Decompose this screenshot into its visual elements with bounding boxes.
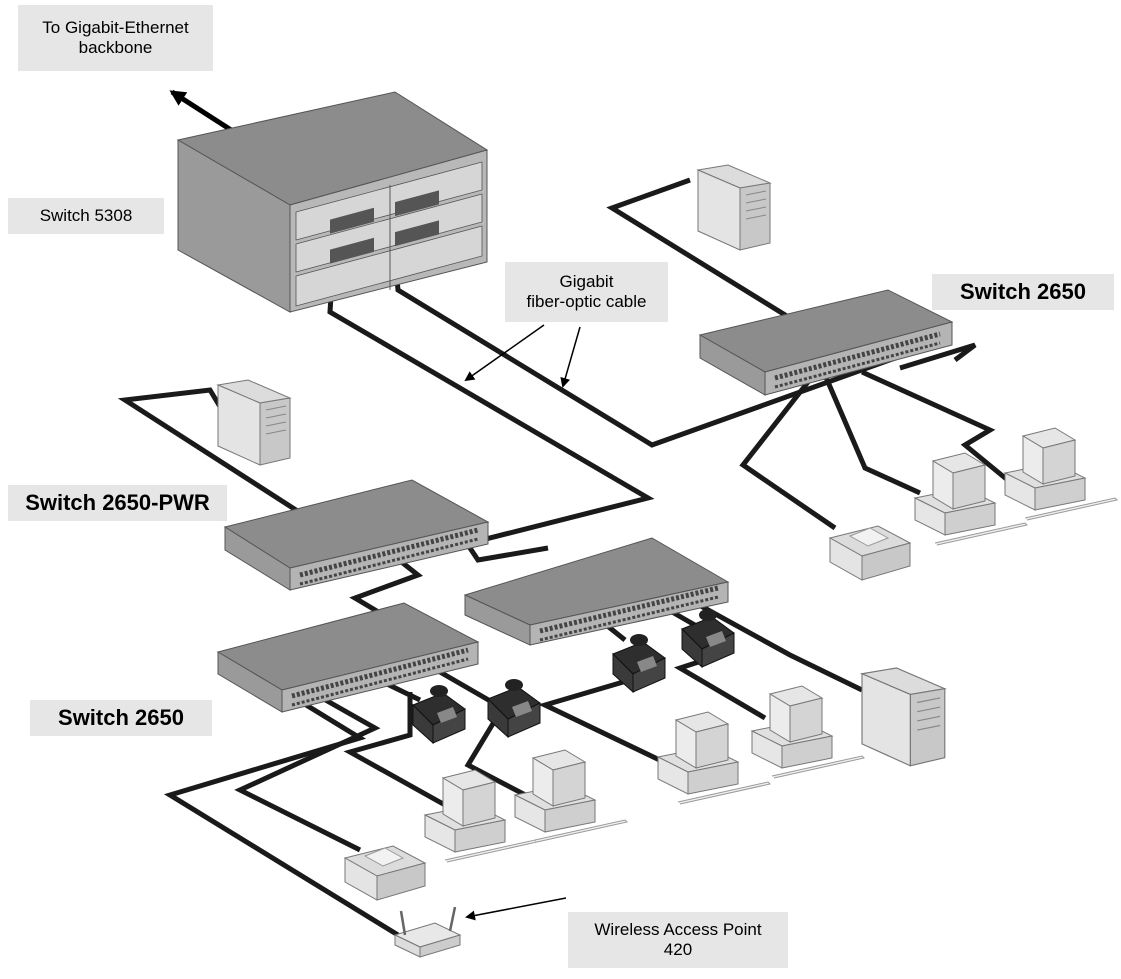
cable-2650-right-pc3 (899, 342, 977, 371)
switch-5308-label-text: Switch 5308 (39, 206, 133, 225)
backbone-label-text: To Gigabit-Ethernet backbone (42, 18, 189, 57)
server-icon (216, 379, 292, 466)
switch-2650-right-label: Switch 2650 (932, 274, 1114, 310)
wireless-ap-label: Wireless Access Point 420 (568, 912, 788, 968)
pc-icon (913, 452, 1028, 546)
cable-left-pc1 (343, 692, 447, 808)
ip-phone-icon (412, 685, 466, 745)
switch-2650-right-label-text: Switch 2650 (960, 279, 1086, 304)
ip-phone-icon (612, 634, 666, 694)
server-icon (859, 667, 947, 767)
wireless-ap-label-text: Wireless Access Point 420 (594, 920, 762, 959)
fiber-cable-label: Gigabit fiber-optic cable (505, 262, 668, 322)
switch-5308-label: Switch 5308 (8, 198, 164, 234)
fiber-cable-label-text: Gigabit fiber-optic cable (526, 272, 647, 311)
pc-icon (423, 769, 538, 863)
switch-5308-device (176, 91, 489, 313)
pc-icon (750, 685, 865, 779)
switch-2650-pwr-device (223, 479, 490, 591)
cable-server-right-top (606, 177, 847, 355)
cable-server-left (117, 387, 357, 551)
cable-mid-pc-a (538, 677, 672, 768)
fiber-arrow-right (560, 326, 581, 388)
cable-left-wap (163, 697, 400, 938)
cable-left-phone2 (438, 669, 494, 705)
pc-icon (1003, 427, 1118, 521)
switch-2650-right-device (698, 289, 954, 396)
wap-arrow (465, 897, 567, 921)
server-icon (696, 164, 772, 251)
cable-mid-server (688, 597, 864, 693)
switch-2650-left-label: Switch 2650 (30, 700, 212, 736)
switch-2650-pwr-label: Switch 2650-PWR (8, 485, 227, 521)
ip-phone-icon (681, 609, 735, 669)
fiber-arrow-left (464, 324, 545, 382)
wireless-access-point-icon (393, 906, 462, 958)
ip-phone-icon (487, 679, 541, 739)
pc-icon (656, 711, 771, 805)
switch-middle-device (463, 537, 730, 646)
printer-icon (343, 845, 427, 901)
switch-2650-left-label-text: Switch 2650 (58, 705, 184, 730)
pc-icon (513, 749, 628, 843)
printer-icon (828, 525, 912, 581)
switch-2650-left-device (216, 602, 480, 713)
cable-2650-right-printer (739, 380, 837, 531)
cable-mid-pc-b (673, 652, 767, 721)
cable-left-printer (234, 695, 381, 853)
switch-2650-pwr-label-text: Switch 2650-PWR (25, 490, 210, 515)
cable-2650-right-pc2 (860, 369, 1012, 484)
cable-left-pc2 (464, 710, 537, 803)
backbone-label: To Gigabit-Ethernet backbone (18, 5, 213, 71)
cable-2650-right-pc1 (822, 374, 922, 496)
